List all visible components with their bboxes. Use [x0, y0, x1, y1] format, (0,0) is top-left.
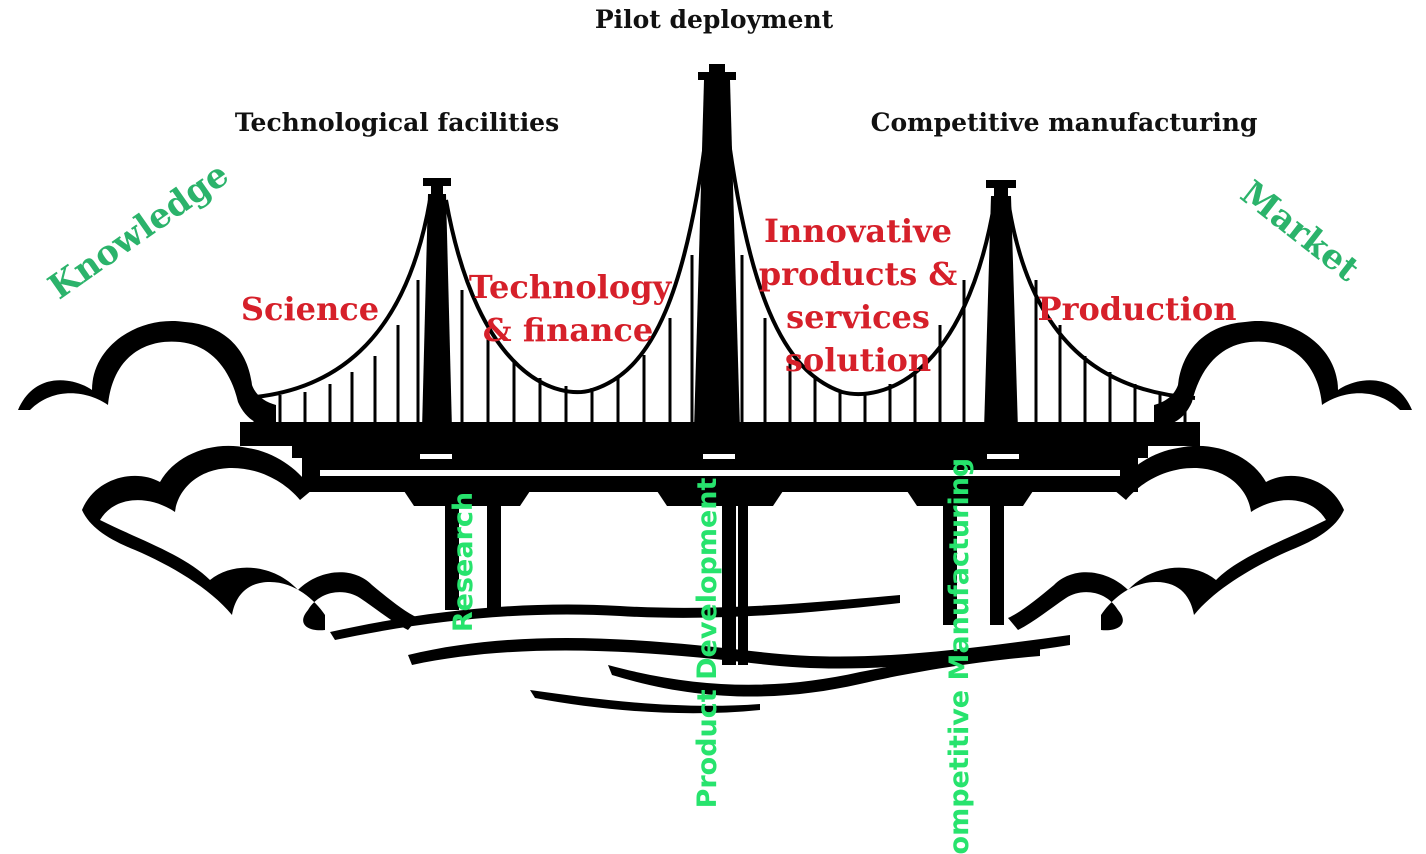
research-pillar-label: Research	[448, 492, 479, 632]
bridge-illustration	[18, 64, 1412, 714]
science-label: Science	[241, 290, 379, 328]
innovative-label-line3: services	[786, 298, 930, 336]
product-development-pillar-label: Product Development	[692, 477, 723, 808]
innovative-label-line1: Innovative	[764, 212, 952, 250]
competitive-manufacturing-pillar-label: Competitive Manufacturing	[944, 458, 975, 854]
left-cloud-upper	[18, 320, 276, 426]
left-cloud-lower	[82, 445, 418, 631]
pilot-deployment-heading: Pilot deployment	[595, 5, 834, 34]
competitive-manufacturing-heading: Competitive manufacturing	[871, 108, 1258, 137]
bridge-piers	[445, 505, 1004, 665]
water-waves	[330, 595, 1070, 714]
technology-label-line1: Technology	[469, 268, 673, 306]
innovative-label-line2: products &	[759, 255, 958, 293]
right-cloud-lower	[1008, 445, 1344, 631]
technological-facilities-heading: Technological facilities	[235, 108, 559, 137]
towers	[422, 64, 1018, 430]
innovative-label-line4: solution	[785, 341, 931, 379]
suspension-cables	[244, 84, 1196, 400]
technology-label-line2: & finance	[483, 311, 653, 349]
right-cloud-upper	[1154, 320, 1412, 426]
production-label: Production	[1038, 290, 1237, 328]
hanger-rods	[253, 255, 1187, 425]
bridge-deck	[240, 422, 1200, 506]
